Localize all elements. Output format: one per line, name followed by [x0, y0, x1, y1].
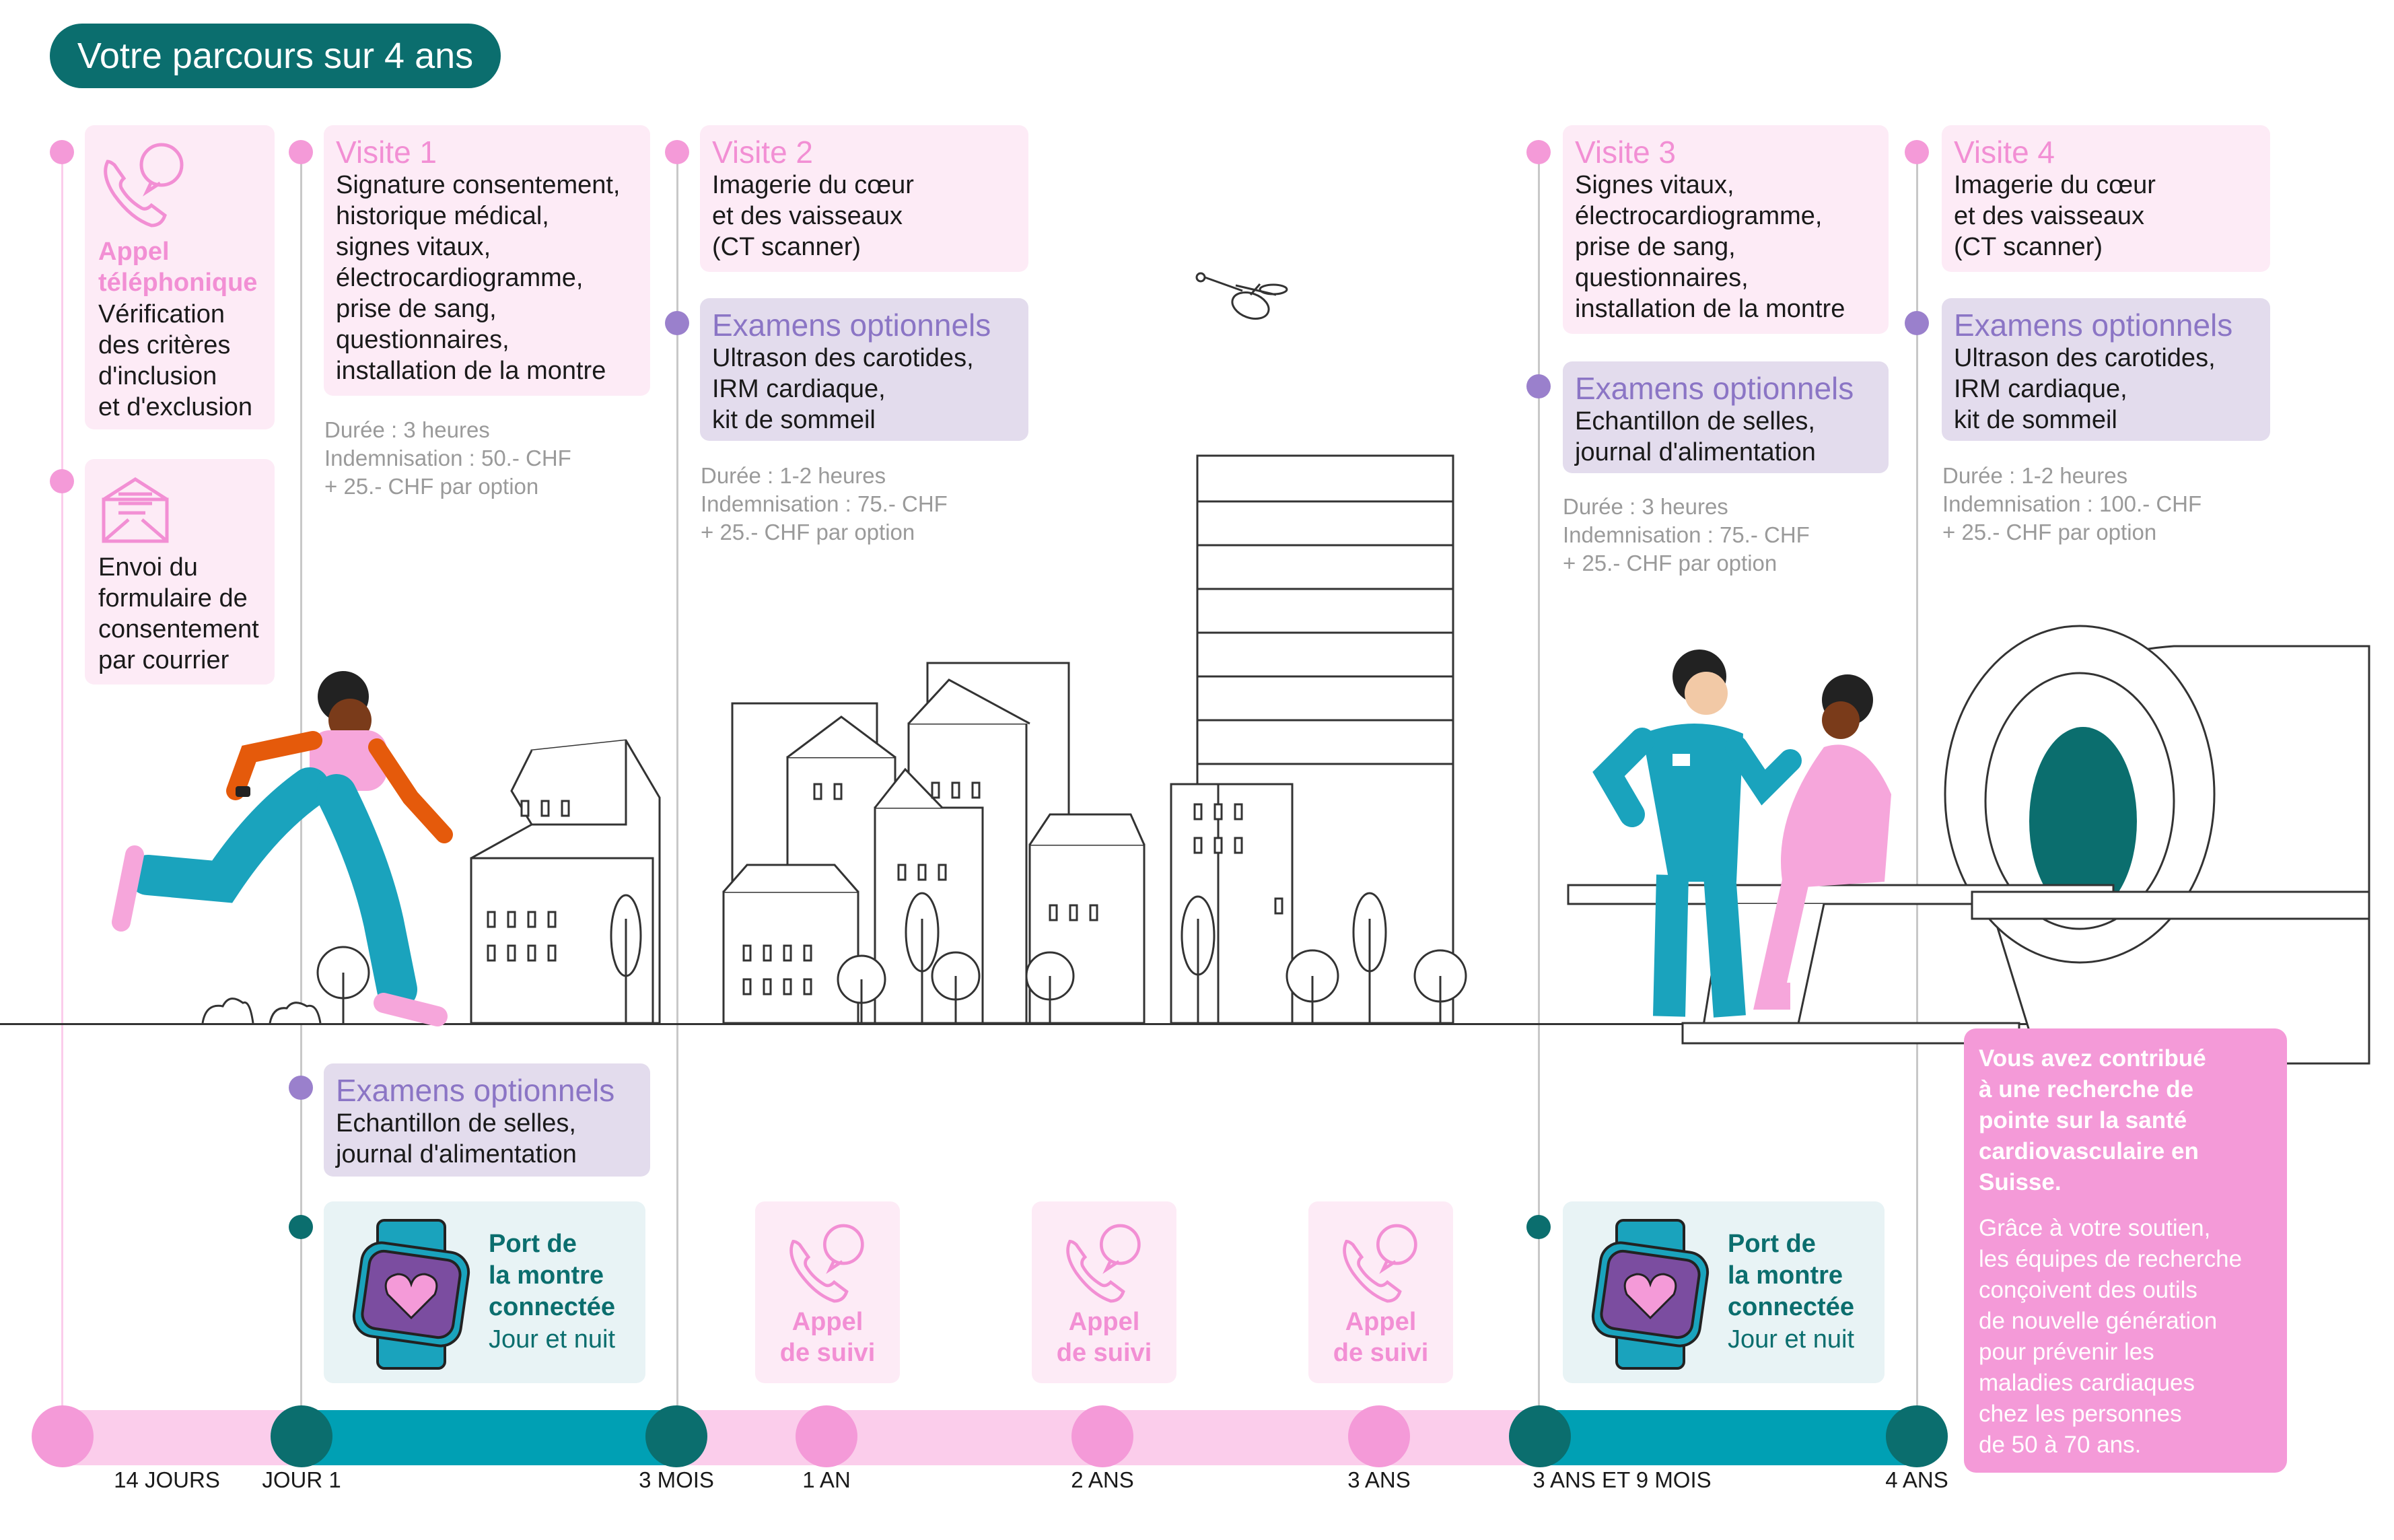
timeline-bar-pink-1	[63, 1410, 302, 1465]
timeline-label-3-mois: 3 MOIS	[639, 1467, 714, 1492]
visit4-title: Visite 4	[1954, 135, 2055, 170]
visit2-text: Imagerie du cœur et des vaisseaux (CT sc…	[712, 171, 914, 261]
timeline-dot-start	[32, 1405, 94, 1467]
page-title: Votre parcours sur 4 ans	[50, 24, 501, 88]
visit4-text: Imagerie du cœur et des vaisseaux (CT sc…	[1954, 171, 2156, 261]
visit1-optional-text: Echantillon de selles, journal d'aliment…	[336, 1109, 577, 1168]
dot-consent-mail	[50, 469, 74, 493]
visit2-optional-title: Examens optionnels	[712, 308, 991, 343]
watch-box-visit3: Port de la montre connectée Jour et nuit	[1563, 1201, 1885, 1383]
watch-title: Port de la montre connectée	[489, 1230, 615, 1321]
watch-box-visit1: Port de la montre connectée Jour et nuit	[324, 1201, 645, 1383]
helicopter-illustration	[1195, 272, 1288, 320]
clinic-illustration	[1567, 625, 2370, 1065]
timeline-dot-jour1	[271, 1405, 332, 1467]
visit1-box: Visite 1 Signature consentement, histori…	[324, 125, 650, 396]
watch-subtitle: Jour et nuit	[489, 1325, 615, 1354]
timeline-dot-2ans	[1071, 1405, 1133, 1467]
bushes-illustration	[201, 998, 322, 1024]
watch-subtitle: Jour et nuit	[1728, 1325, 1854, 1354]
guide-line-pre	[61, 153, 63, 1419]
timeline-dot-3ans9mois	[1509, 1405, 1571, 1467]
followup-call-label: Appel de suivi	[779, 1308, 876, 1367]
timeline-bar-teal-1	[302, 1410, 676, 1465]
dot-visit3-optional	[1526, 374, 1551, 398]
dot-visit1-optional	[289, 1076, 313, 1100]
visit2-optional-text: Ultrason des carotides, IRM cardiaque, k…	[712, 344, 974, 434]
visit4-optional-text: Ultrason des carotides, IRM cardiaque, k…	[1954, 344, 2216, 434]
envelope-icon	[102, 477, 169, 543]
consent-mail-box: Envoi du formulaire de consentement par …	[85, 459, 275, 685]
timeline-dot-1an	[796, 1405, 857, 1467]
visit3-optional-box: Examens optionnels Echantillon de selles…	[1563, 361, 1889, 473]
smartwatch-icon	[352, 1219, 470, 1370]
followup-call-3ans: Appel de suivi	[1308, 1201, 1453, 1383]
watch-title: Port de la montre connectée	[1728, 1230, 1854, 1321]
visit1-optional-box: Examens optionnels Echantillon de selles…	[324, 1063, 650, 1177]
runner-illustration	[112, 671, 453, 1026]
timeline-label-jour-1: JOUR 1	[262, 1467, 341, 1492]
final-heading: Vous avez contribué à une recherche de p…	[1979, 1045, 2206, 1195]
visit3-details: Durée : 3 heures Indemnisation : 75.- CH…	[1563, 494, 1810, 575]
visit4-box: Visite 4 Imagerie du cœur et des vaissea…	[1942, 125, 2270, 272]
visit4-optional-title: Examens optionnels	[1954, 308, 2233, 343]
final-body: Grâce à votre soutien, les équipes de re…	[1979, 1215, 2243, 1458]
visit3-optional-title: Examens optionnels	[1575, 371, 1854, 406]
phone-icon	[104, 143, 184, 228]
timeline-dot-4ans	[1886, 1405, 1948, 1467]
timeline-label-3-ans-9-mois: 3 ANS ET 9 MOIS	[1533, 1467, 1712, 1492]
visit2-optional-box: Examens optionnels Ultrason des carotide…	[700, 298, 1028, 441]
followup-call-1an: Appel de suivi	[755, 1201, 900, 1383]
phone-call-box: Appel téléphonique Vérification des crit…	[85, 125, 275, 429]
timeline-label-4-ans: 4 ANS	[1885, 1467, 1948, 1492]
visit4-details: Durée : 1-2 heures Indemnisation : 100.-…	[1942, 463, 2202, 545]
consent-mail-text: Envoi du formulaire de consentement par …	[98, 553, 259, 674]
visit1-details: Durée : 3 heures Indemnisation : 50.- CH…	[324, 417, 571, 499]
dot-visit4	[1905, 140, 1929, 164]
visit3-title: Visite 3	[1575, 135, 1677, 170]
visit2-details: Durée : 1-2 heures Indemnisation : 75.- …	[701, 463, 948, 545]
city-illustration	[316, 454, 1467, 1024]
phone-icon	[1066, 1224, 1141, 1303]
phone-icon	[1343, 1224, 1417, 1303]
smartwatch-icon	[1591, 1219, 1710, 1370]
dot-visit3	[1526, 140, 1551, 164]
followup-call-label: Appel de suivi	[1056, 1308, 1152, 1367]
timeline-bar-teal-2	[1540, 1410, 1917, 1465]
dot-phone-call	[50, 140, 74, 164]
guide-line-visit3	[1538, 153, 1540, 1419]
visit4-optional-box: Examens optionnels Ultrason des carotide…	[1942, 298, 2270, 441]
visit3-text: Signes vitaux, électrocardiogramme, pris…	[1575, 171, 1845, 323]
visit3-box: Visite 3 Signes vitaux, électrocardiogra…	[1563, 125, 1889, 334]
dot-visit2	[665, 140, 689, 164]
timeline-dot-3ans	[1348, 1405, 1410, 1467]
visit2-title: Visite 2	[712, 135, 814, 170]
visit1-title: Visite 1	[336, 135, 437, 170]
visit3-optional-text: Echantillon de selles, journal d'aliment…	[1575, 407, 1816, 466]
final-message-box: Vous avez contribué à une recherche de p…	[1964, 1028, 2287, 1473]
timeline-label-3-ans: 3 ANS	[1347, 1467, 1411, 1492]
guide-line-visit4	[1916, 153, 1918, 1419]
timeline-label-1-an: 1 AN	[802, 1467, 851, 1492]
timeline-dot-3mois	[645, 1405, 707, 1467]
timeline-label-2-ans: 2 ANS	[1071, 1467, 1134, 1492]
followup-call-2ans: Appel de suivi	[1032, 1201, 1176, 1383]
phone-call-text: Vérification des critères d'inclusion et…	[98, 300, 253, 421]
dot-visit1-watch	[289, 1215, 313, 1239]
visit1-optional-title: Examens optionnels	[336, 1073, 615, 1108]
dot-visit3-watch	[1526, 1215, 1551, 1239]
dot-visit2-optional	[665, 311, 689, 335]
visit1-text: Signature consentement, historique médic…	[336, 171, 621, 385]
guide-line-visit2	[676, 153, 678, 1419]
phone-call-title: Appel téléphonique	[98, 238, 258, 297]
visit2-box: Visite 2 Imagerie du cœur et des vaissea…	[700, 125, 1028, 272]
dot-visit1	[289, 140, 313, 164]
dot-visit4-optional	[1905, 311, 1929, 335]
timeline-label-14-jours: 14 JOURS	[114, 1467, 220, 1492]
followup-call-label: Appel de suivi	[1333, 1308, 1429, 1367]
phone-icon	[789, 1224, 864, 1303]
